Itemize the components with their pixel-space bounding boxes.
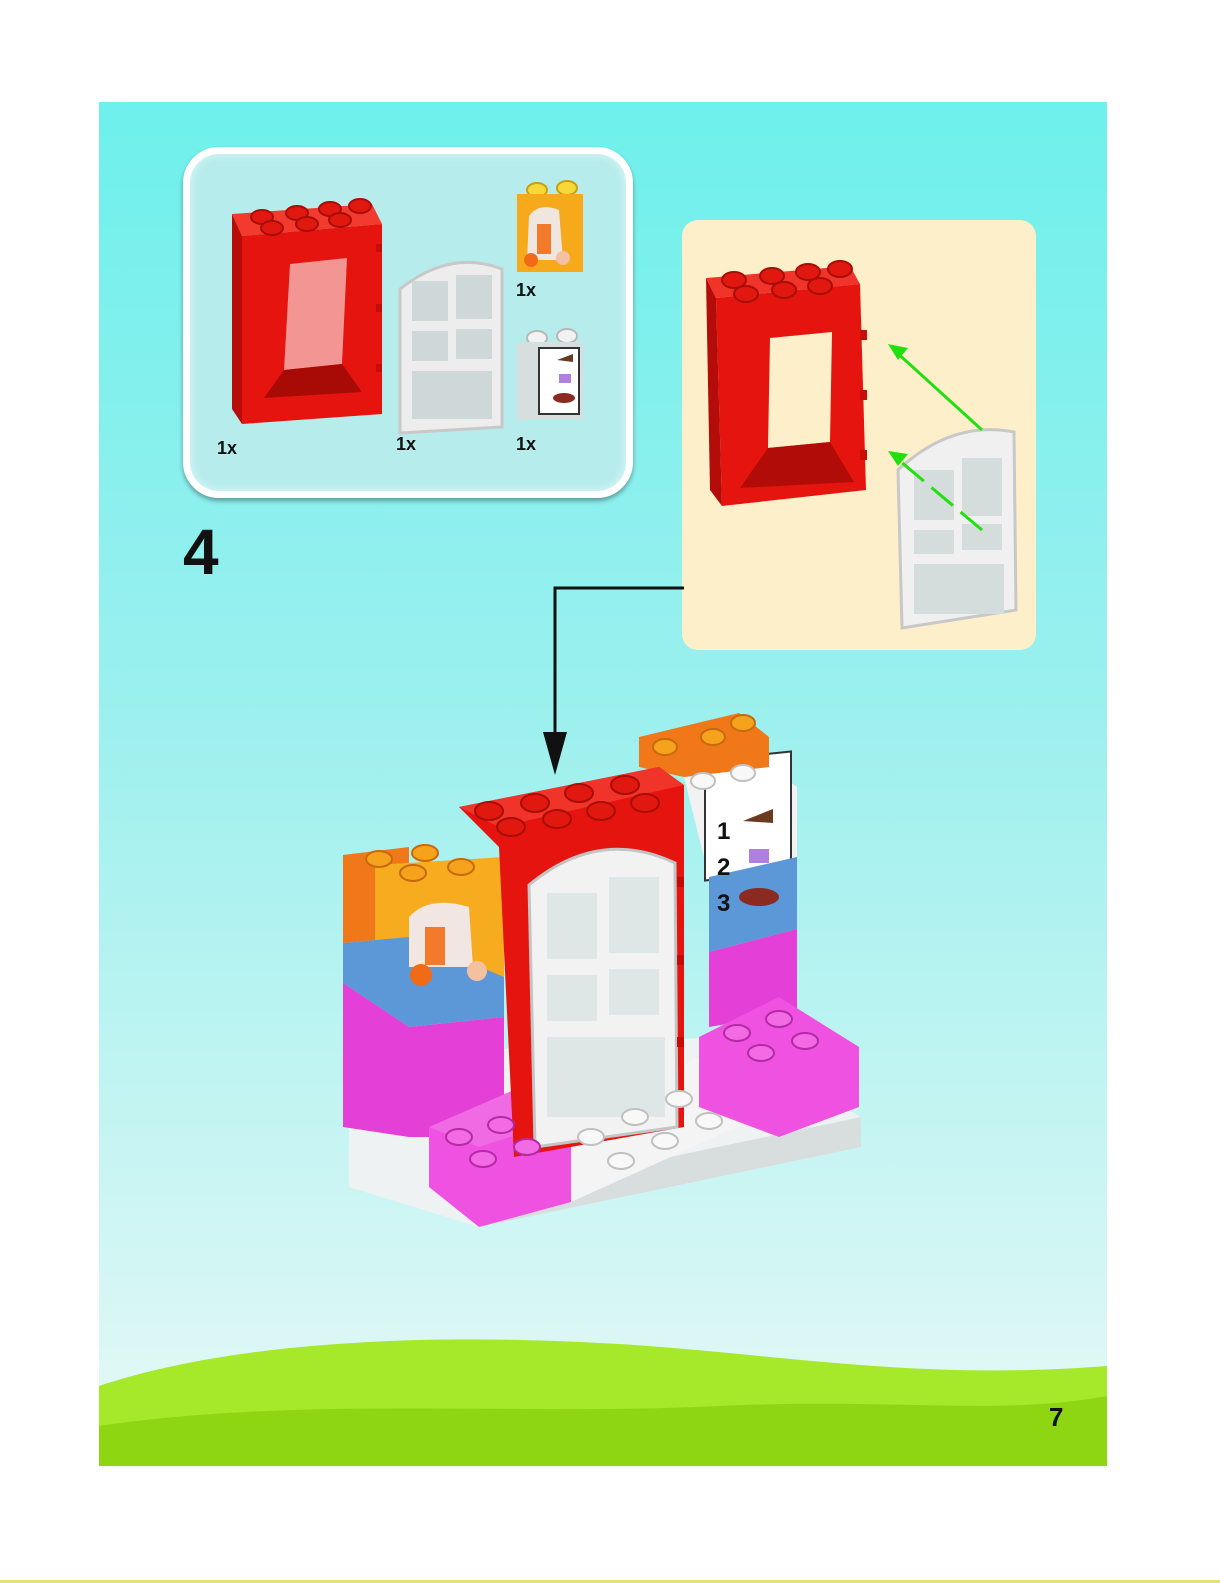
green-hills [99, 1336, 1107, 1466]
part-qty-juice-brick: 1x [516, 280, 536, 301]
instruction-page: 1x 1x 1x 1x 4 [99, 102, 1107, 1466]
main-build-model: 1 2 3 [339, 707, 869, 1307]
part-qty-menu-brick: 1x [516, 434, 536, 455]
step-number: 4 [183, 520, 219, 584]
subassembly-callout [682, 220, 1036, 650]
juice-brick-part [515, 176, 587, 276]
part-qty-door: 1x [396, 434, 416, 455]
parts-list-panel: 1x 1x 1x 1x [183, 147, 633, 498]
red-door-frame-part [212, 184, 392, 434]
menu-number-2: 2 [717, 854, 730, 881]
door-into-frame-illustration [682, 220, 1036, 650]
menu-brick-part [515, 324, 587, 424]
menu-number-1: 1 [717, 818, 730, 845]
page-number: 7 [1049, 1402, 1063, 1433]
menu-number-3: 3 [717, 890, 730, 917]
part-qty-door-frame: 1x [217, 438, 237, 459]
white-door-part [390, 249, 520, 439]
